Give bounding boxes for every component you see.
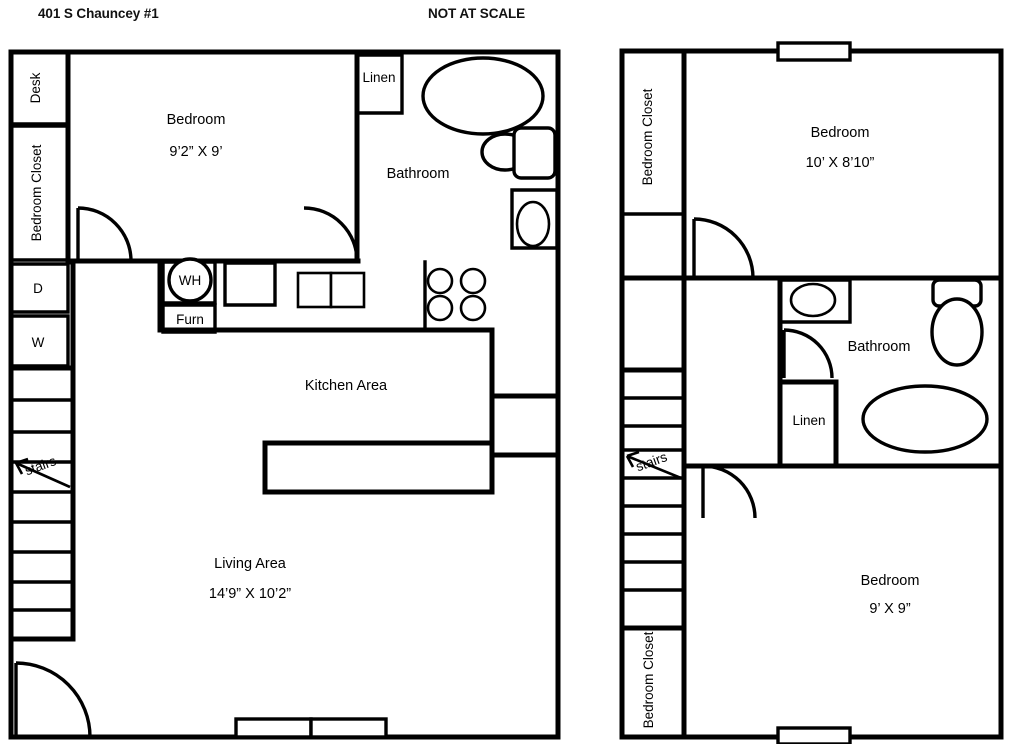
first-linen-label: Linen [362,70,395,85]
first-bathroom-label: Bathroom [387,166,450,182]
second-bathroom-label: Bathroom [848,339,911,355]
second-bottom-bedroom-dimensions: 9’ X 9” [869,601,911,617]
desk-label: Desk [28,72,43,103]
second-vanity-outline [782,278,852,324]
living-area-label: Living Area [214,556,287,572]
first-stair-treads [11,398,73,612]
washer-label: W [32,335,45,350]
kitchen-cabinet-left [223,261,277,307]
second-bottom-bedroom-label: Bedroom [861,573,920,589]
first-bedroom-label: Bedroom [167,112,226,128]
furnace-box [161,303,217,334]
second-top-bedroom-door-swing [692,217,755,279]
vanity-block [512,126,557,180]
entry-door-swing [14,661,92,738]
living-area-dimensions: 14’9” X 10’2” [209,586,291,602]
linen-closet-outline [355,53,404,115]
bathtub-ellipse [421,56,545,136]
second-top-bedroom-dimensions: 10’ X 8’10” [806,155,875,171]
bedroom-door-swing [76,206,133,262]
second-top-bedroom-closet-label: Bedroom Closet [640,88,655,185]
kitchen-pantry-jog [489,393,561,458]
second-bathtub-ellipse [861,384,989,454]
dryer-outline [9,262,70,314]
first-bedroom-closet-label: Bedroom Closet [29,144,44,241]
first-stairs-enclosure [8,365,76,642]
dryer-label: D [33,281,43,296]
second-top-bedroom-label: Bedroom [811,125,870,141]
second-toilet-bowl [930,297,984,367]
second-stairs-direction-arrow [625,450,682,480]
bathroom-door-swing [303,206,359,263]
second-linen-label: Linen [792,413,825,428]
kitchen-area-label: Kitchen Area [305,378,388,394]
kitchen-sink [296,271,366,309]
second-bathroom-sink-ellipse [789,282,837,318]
kitchen-cooktop [423,260,487,332]
exterior-wall-second-floor [619,48,1004,740]
toilet-bowl-ellipse [515,200,551,248]
living-area-window [234,717,388,739]
kitchen-counter-run [157,259,495,399]
second-stair-treads [622,396,684,592]
page-title-address: 401 S Chauncey #1 [38,6,159,21]
exterior-wall-first-floor [8,49,561,740]
second-floor-plan: Bedroom Closet Bedroom 10’ X 8’10” Linen [619,41,1004,744]
toilet-enclosure [510,188,559,250]
kitchen-island [262,440,495,495]
furnace-label: Furn [176,312,204,327]
second-bottom-bedroom-window [776,726,852,744]
water-heater-label: WH [179,273,202,288]
first-floor-plan: Bedroom 9’2” X 9’ Desk Bedroom Closet Li… [8,49,561,740]
water-heater-circle [167,257,213,303]
second-top-bedroom-window [776,41,852,62]
second-bottom-bedroom-closet-label: Bedroom Closet [641,631,656,728]
first-stairs-direction-arrow [14,457,71,489]
first-bedroom-dimensions: 9’2” X 9’ [169,144,222,160]
scale-note: NOT AT SCALE [428,6,526,21]
second-bottom-bedroom-door-swing [701,464,757,519]
second-bathroom-door-swing [782,328,834,379]
